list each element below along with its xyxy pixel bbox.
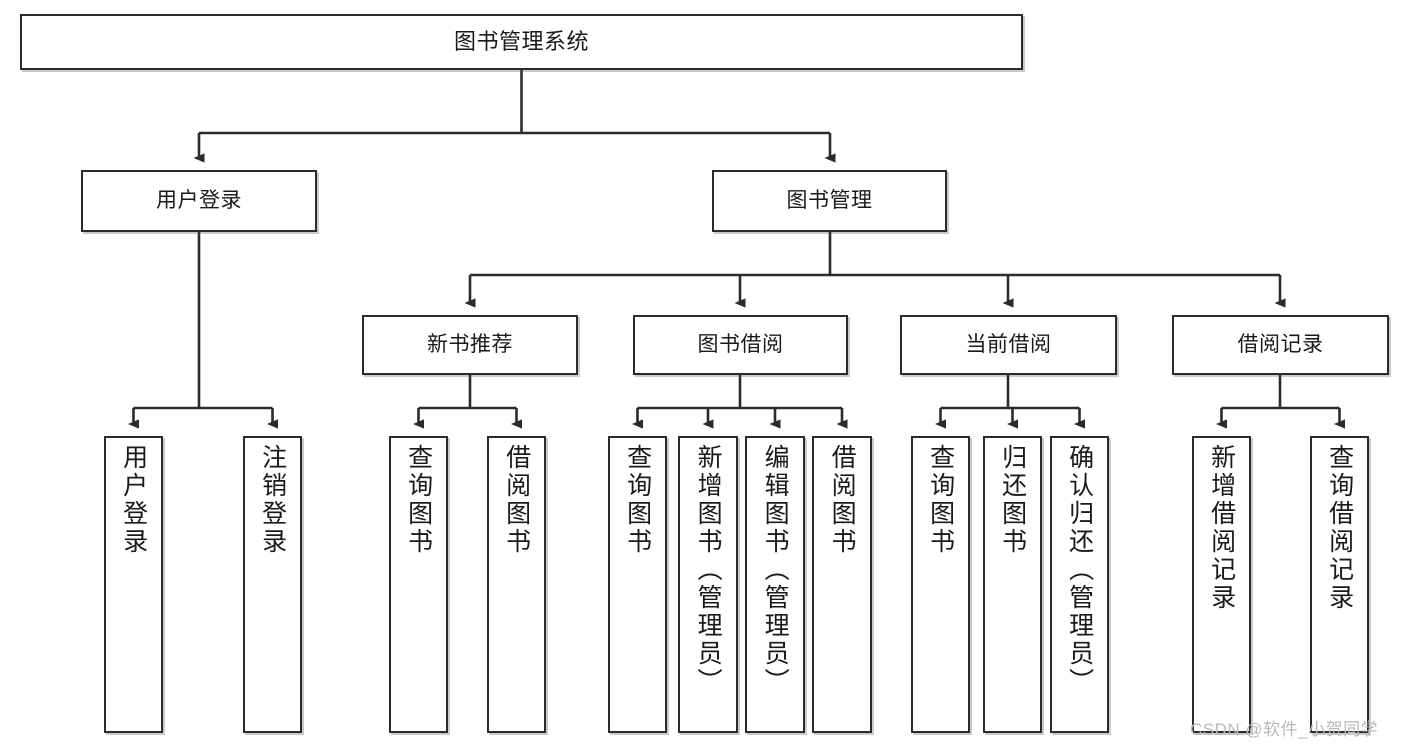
- leaf-borrow-book[interactable]: 借阅图书: [812, 436, 872, 733]
- leaf-edit-book-admin-label: 编辑图书（管理员）: [761, 444, 790, 696]
- node-borrow-record-label: 借阅记录: [1237, 333, 1324, 357]
- node-book-management-label: 图书管理: [786, 189, 873, 213]
- leaf-query-book-current-label: 查询图书: [926, 444, 955, 556]
- leaf-query-book-borrow-label: 查询图书: [623, 444, 652, 556]
- node-book-borrow[interactable]: 图书借阅: [633, 315, 848, 375]
- leaf-borrow-book-label: 借阅图书: [828, 444, 857, 556]
- leaf-query-book-recommend[interactable]: 查询图书: [389, 436, 448, 733]
- node-user-login-label: 用户登录: [156, 189, 242, 213]
- leaf-return-book-label: 归还图书: [998, 444, 1027, 556]
- leaf-query-book-current[interactable]: 查询图书: [911, 436, 970, 733]
- node-new-book-recommend[interactable]: 新书推荐: [362, 315, 578, 375]
- leaf-logout[interactable]: 注销登录: [243, 436, 302, 733]
- node-book-borrow-label: 图书借阅: [697, 333, 784, 357]
- leaf-query-book-borrow[interactable]: 查询图书: [608, 436, 667, 733]
- leaf-borrow-book-recommend-label: 借阅图书: [502, 444, 531, 556]
- leaf-query-borrow-record[interactable]: 查询借阅记录: [1310, 436, 1369, 733]
- csdn-watermark: CSDN @软件_小贺同学: [1190, 720, 1379, 739]
- leaf-query-borrow-record-label: 查询借阅记录: [1325, 444, 1354, 612]
- node-current-borrow[interactable]: 当前借阅: [900, 315, 1117, 375]
- leaf-add-book-admin[interactable]: 新增图书（管理员）: [678, 436, 738, 733]
- node-user-login[interactable]: 用户登录: [81, 170, 317, 232]
- leaf-add-borrow-record-label: 新增借阅记录: [1207, 444, 1236, 612]
- node-book-management[interactable]: 图书管理: [712, 170, 947, 232]
- leaf-add-book-admin-label: 新增图书（管理员）: [694, 444, 723, 696]
- leaf-user-login[interactable]: 用户登录: [104, 436, 163, 733]
- leaf-user-login-label: 用户登录: [119, 444, 148, 556]
- leaf-return-book[interactable]: 归还图书: [983, 436, 1042, 733]
- node-current-borrow-label: 当前借阅: [965, 333, 1052, 357]
- leaf-edit-book-admin[interactable]: 编辑图书（管理员）: [745, 436, 805, 733]
- leaf-borrow-book-recommend[interactable]: 借阅图书: [487, 436, 546, 733]
- leaf-query-book-recommend-label: 查询图书: [404, 444, 433, 556]
- node-borrow-record[interactable]: 借阅记录: [1172, 315, 1389, 375]
- node-root-label: 图书管理系统: [453, 28, 589, 54]
- leaf-add-borrow-record[interactable]: 新增借阅记录: [1192, 436, 1251, 733]
- leaf-logout-label: 注销登录: [258, 444, 287, 556]
- leaf-confirm-return-admin[interactable]: 确认归还（管理员）: [1050, 436, 1109, 733]
- node-new-book-recommend-label: 新书推荐: [427, 333, 513, 357]
- node-root[interactable]: 图书管理系统: [20, 14, 1023, 70]
- leaf-confirm-return-admin-label: 确认归还（管理员）: [1065, 444, 1094, 696]
